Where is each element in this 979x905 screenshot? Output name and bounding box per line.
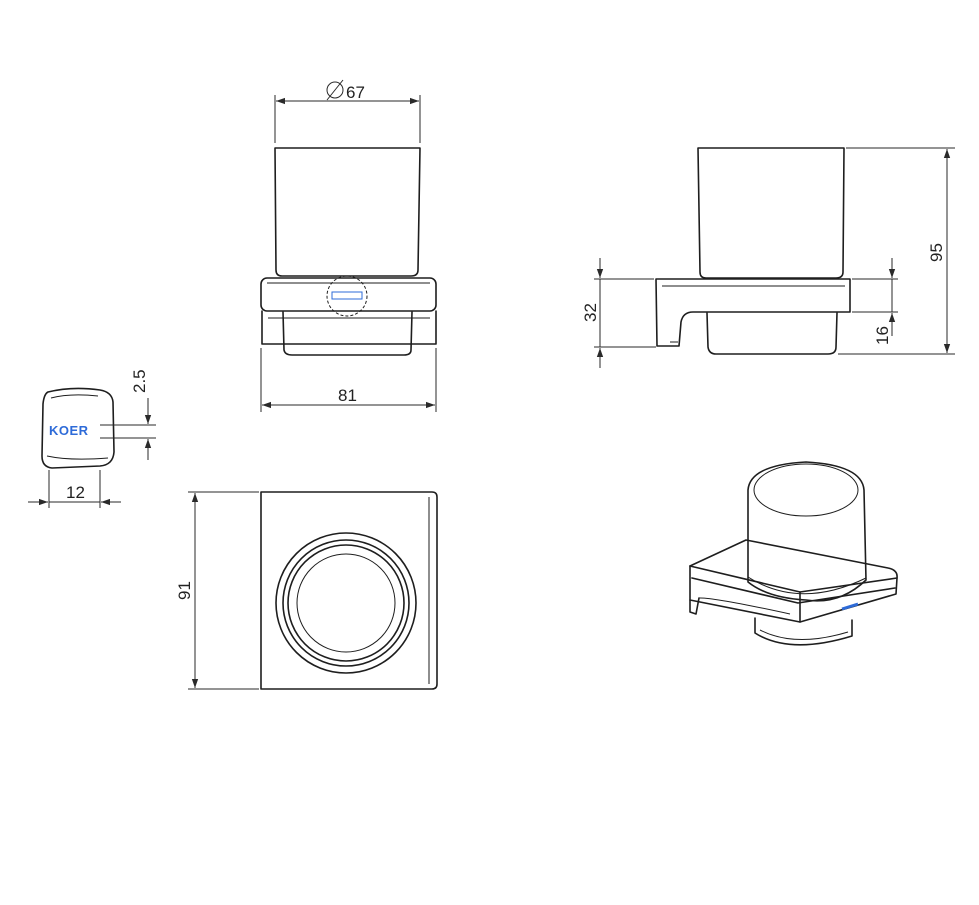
dimension-label-bracket-height: 32 (581, 303, 600, 322)
dimension-front-width: 81 (260, 348, 437, 412)
dimension-label-cup-drop: 16 (873, 326, 892, 345)
dimension-top-depth: 91 (175, 491, 259, 690)
diameter-icon (326, 79, 344, 101)
dimension-total-height: 95 (838, 147, 955, 355)
isometric-view (689, 461, 898, 646)
side-view (655, 147, 851, 355)
dimension-cup-diameter: 67 (274, 79, 421, 143)
dimension-bracket-height: 32 (581, 258, 656, 368)
brand-logo: KOER (49, 423, 89, 438)
front-view (260, 147, 437, 356)
dimension-label-logo-height: 2.5 (130, 369, 149, 393)
dimension-label-cup-diameter: 67 (346, 83, 365, 102)
dimension-cup-drop: 16 (852, 258, 898, 345)
dimension-label-logo-width: 12 (66, 483, 85, 502)
dimension-logo-width: 12 (28, 470, 121, 508)
dimension-label-total-height: 95 (927, 243, 946, 262)
dimension-logo-height: 2.5 (100, 369, 156, 460)
dimension-label-front-width: 81 (338, 386, 357, 405)
logo-detail-view: KOER (41, 387, 115, 469)
top-view (260, 491, 438, 690)
dimension-label-top-depth: 91 (175, 581, 194, 600)
